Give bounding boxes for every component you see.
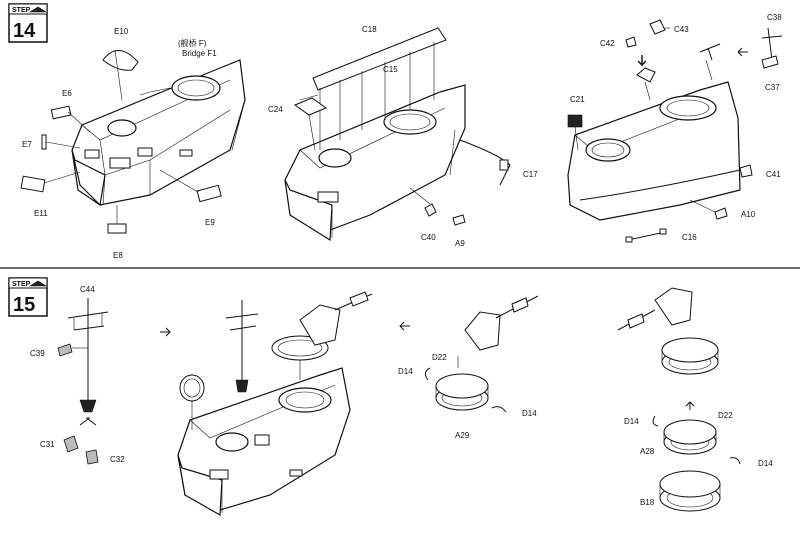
label-C40: C40 [421, 233, 436, 242]
label-C16: C16 [682, 233, 697, 242]
label-D22-b: D22 [718, 411, 733, 420]
gun-subassembly-2: D14 D22 A28 D14 B18 [617, 287, 773, 512]
step-14-number: 14 [13, 20, 36, 42]
step-15-word: STEP [12, 281, 31, 288]
label-C21: C21 [570, 95, 585, 104]
arrow-left-icon [399, 321, 410, 331]
bridge-assembly-1: E10 (舰桥 F) Bridge F1 E6 E7 E11 E8 E9 [20, 27, 246, 260]
label-bridge-en: Bridge F1 [182, 49, 217, 58]
label-C42: C42 [600, 39, 615, 48]
step-14-word: STEP [12, 7, 31, 14]
label-C41: C41 [766, 170, 781, 179]
label-A10: A10 [741, 210, 756, 219]
bridge-assembly-2: C18 C15 C24 C17 C40 A9 [268, 25, 538, 248]
label-C24: C24 [268, 105, 283, 114]
bridge-assembly-4 [177, 291, 373, 517]
label-C15: C15 [383, 65, 398, 74]
label-D14-d: D14 [758, 459, 773, 468]
step-15-number: 15 [13, 294, 35, 316]
label-C31: C31 [40, 440, 55, 449]
label-E8: E8 [113, 251, 123, 260]
label-E6: E6 [62, 89, 72, 98]
label-C17: C17 [523, 170, 538, 179]
label-D14-c: D14 [624, 417, 639, 426]
label-C44: C44 [80, 285, 95, 294]
label-E9: E9 [205, 218, 215, 227]
label-A29-a: A29 [455, 431, 470, 440]
label-D14-a: D14 [398, 367, 413, 376]
bridge-assembly-3: C43 C42 C38 C37 C21 C41 A10 C16 [567, 13, 782, 243]
label-bridge-cn: (舰桥 F) [178, 38, 207, 48]
label-C37: C37 [765, 83, 780, 92]
label-E11: E11 [34, 209, 48, 218]
label-B18: B18 [640, 498, 655, 507]
label-C38: C38 [767, 13, 782, 22]
label-C43: C43 [674, 25, 689, 34]
step-14-badge: STEP 14 [8, 3, 48, 43]
mast-subassembly: C44 C39 C31 C32 [30, 285, 125, 465]
gun-subassembly-1: D22 D14 D14 A29 [398, 295, 539, 440]
label-C39: C39 [30, 349, 45, 358]
label-C18: C18 [362, 25, 377, 34]
label-E7: E7 [22, 140, 32, 149]
label-C32: C32 [110, 455, 125, 464]
label-D22-a: D22 [432, 353, 447, 362]
arrow-right-icon [160, 327, 171, 337]
step-15-badge: STEP 15 [8, 277, 48, 317]
label-A28: A28 [640, 447, 655, 456]
label-E10: E10 [114, 27, 129, 36]
label-A9: A9 [455, 239, 465, 248]
label-D14-b: D14 [522, 409, 537, 418]
